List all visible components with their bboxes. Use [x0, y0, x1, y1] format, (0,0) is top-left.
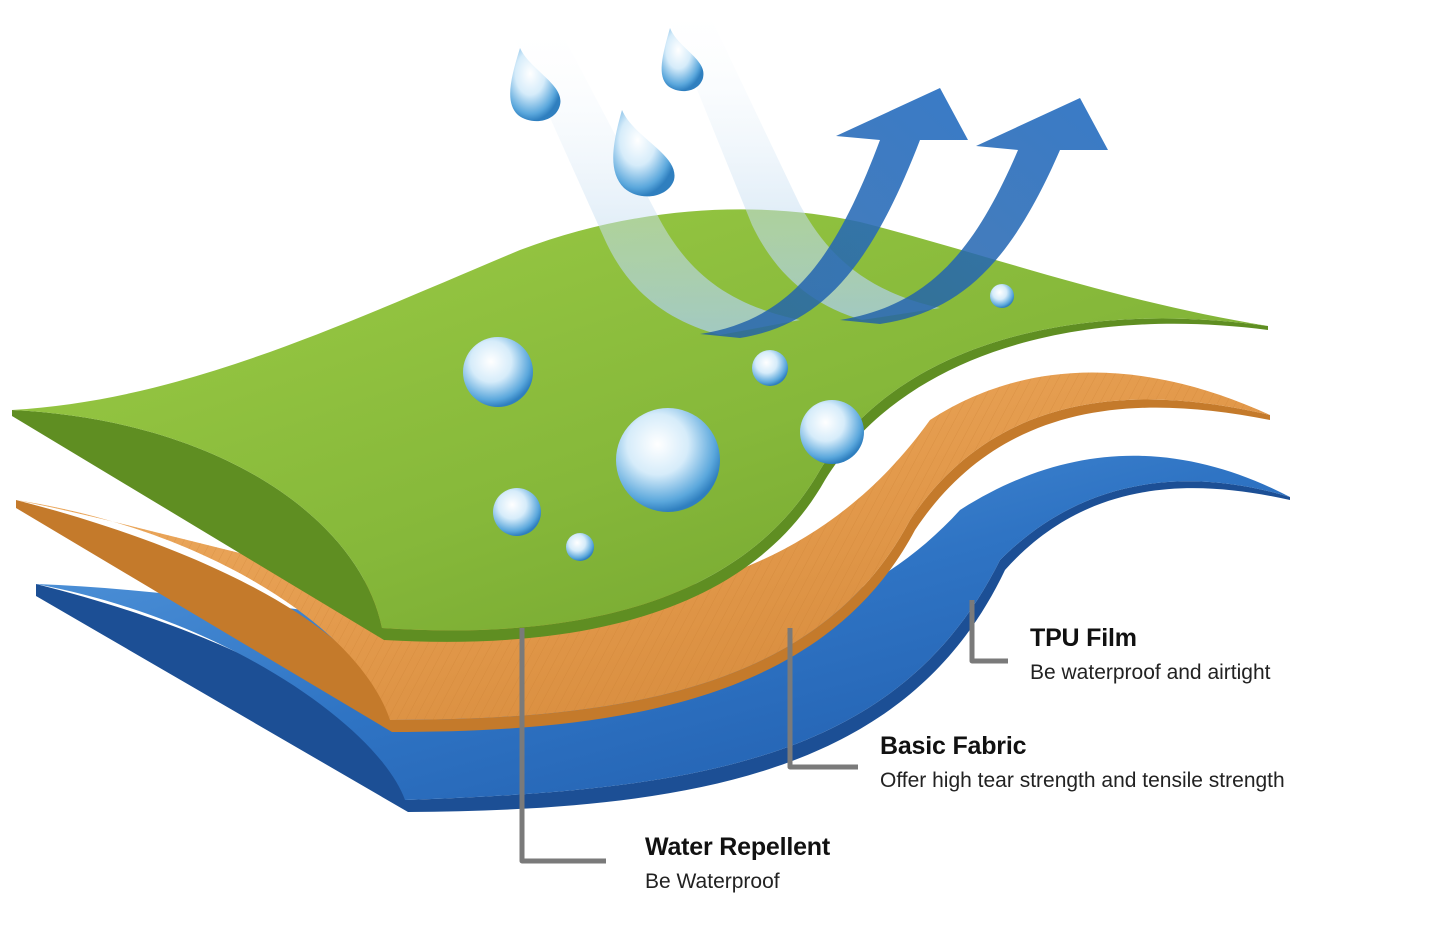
layer-title: Basic Fabric: [880, 732, 1285, 761]
label-basic-fabric: Basic Fabric Offer high tear strength an…: [880, 732, 1285, 793]
droplet-icon: [613, 110, 674, 196]
droplet-icon: [800, 400, 864, 464]
layer-title: TPU Film: [1030, 624, 1270, 653]
label-water-repellent: Water Repellent Be Waterproof: [645, 833, 830, 894]
droplet-icon: [616, 408, 720, 512]
droplet-icon: [463, 337, 533, 407]
label-tpu-film: TPU Film Be waterproof and airtight: [1030, 624, 1270, 685]
droplet-icon: [493, 488, 541, 536]
droplet-icon: [752, 350, 788, 386]
layer-description: Be waterproof and airtight: [1030, 661, 1270, 685]
layer-title: Water Repellent: [645, 833, 830, 862]
layer-description: Offer high tear strength and tensile str…: [880, 769, 1285, 793]
layer-description: Be Waterproof: [645, 870, 830, 894]
droplet-icon: [990, 284, 1014, 308]
droplet-icon: [566, 533, 594, 561]
